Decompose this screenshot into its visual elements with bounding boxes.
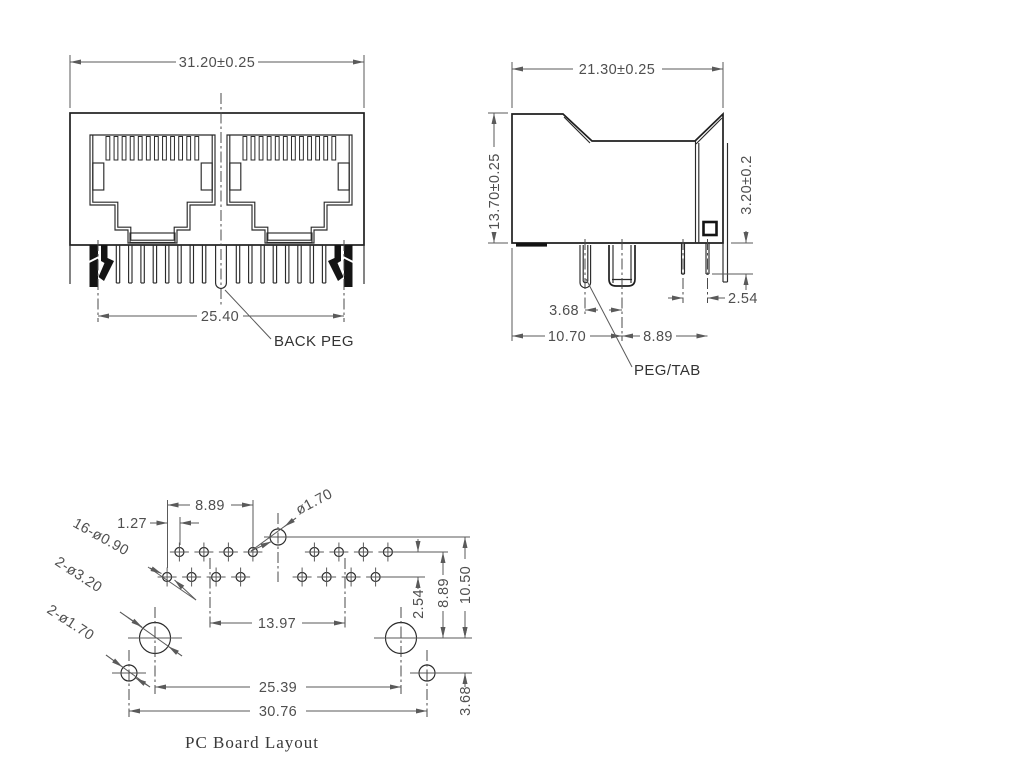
pcb-tab-holes-text: 2-ø1.70 [44, 602, 97, 644]
pcb-mount-to-tab-text: 3.68 [458, 686, 474, 716]
pcb-signal-holes [157, 542, 398, 587]
side-dim-width: 21.30±0.25 [511, 62, 724, 108]
side-dim-standoff: 3.20±0.2 [712, 155, 755, 290]
front-view: 31.20±0.25 25.40 BACK PEG [69, 55, 365, 350]
pcb-dim-tab-span: 30.76 [129, 704, 427, 720]
front-ports-and-pins [89, 134, 353, 284]
pcb-mount-span-text: 25.39 [259, 680, 297, 696]
pcb-label-tab-holes: 2-ø1.70 [44, 602, 151, 688]
pcb-dim-peg-to-mount: 10.50 [458, 537, 474, 638]
front-dim-peg-span: 25.40 [98, 309, 344, 325]
pcb-back-peg-hole-text: ø1.70 [293, 486, 335, 518]
side-tab-offset-text: 10.70 [548, 329, 586, 345]
back-peg-text: BACK PEG [274, 333, 354, 350]
side-square-hole [702, 220, 718, 237]
side-width-text: 21.30±0.25 [579, 62, 655, 78]
side-dim-tab-offset: 10.70 [511, 248, 622, 345]
pcb-dim-row-span: 8.89 [167, 498, 253, 514]
side-dim-height: 13.70±0.25 [487, 112, 508, 244]
front-back-peg [215, 245, 227, 289]
pcb-tab-span-text: 30.76 [259, 704, 297, 720]
side-pins [680, 243, 710, 275]
pcb-row-span-text: 8.89 [195, 498, 225, 514]
front-shield-tab-left [86, 245, 114, 287]
pcb-port-pitch-text: 13.97 [258, 616, 296, 632]
side-tab-to-pin-text: 8.89 [643, 329, 673, 345]
pcb-dim-mount-to-tab: 3.68 [458, 627, 474, 716]
pcb-stagger-text: 1.27 [117, 516, 147, 532]
pcb-dim-row-pitch: 2.54 [411, 539, 427, 619]
pcb-label-mount-holes: 2-ø3.20 [52, 554, 183, 657]
side-front-lip [516, 243, 547, 247]
front-width-text: 31.20±0.25 [179, 55, 255, 71]
peg-tab-text: PEG/TAB [634, 362, 701, 379]
pcb-dim-mount-span: 25.39 [155, 680, 401, 696]
pcb-dim-port-pitch: 13.97 [210, 616, 345, 632]
side-peg-to-tab-text: 3.68 [549, 303, 579, 319]
front-dim-width: 31.20±0.25 [69, 55, 365, 108]
pcb-label-back-peg-hole: ø1.70 [250, 486, 335, 552]
side-peg-tab-label: PEG/TAB [585, 278, 701, 379]
pcb-row-pitch-text: 2.54 [411, 589, 427, 619]
pcb-layout: 8.89 1.27 16-ø0.90 ø1.70 2-ø3.20 [44, 486, 474, 752]
side-chamfer-inner-left [563, 116, 591, 144]
side-view: 21.30±0.25 13.70±0.25 3.20±0.2 3.68 [487, 62, 758, 379]
front-peg-span-text: 25.40 [201, 309, 239, 325]
side-standoff-text: 3.20±0.2 [739, 155, 755, 215]
front-back-peg-label: BACK PEG [224, 289, 354, 350]
pcb-dim-row-to-mount: 8.89 [436, 552, 452, 638]
pcb-dim-stagger: 1.27 [117, 516, 199, 532]
side-dim-pin-pitch: 2.54 [668, 291, 758, 307]
pcb-caption: PC Board Layout [185, 733, 319, 752]
pcb-peg-to-mount-text: 10.50 [458, 566, 474, 604]
side-height-text: 13.70±0.25 [487, 153, 503, 229]
front-body-outline [69, 112, 365, 246]
side-body-outline [511, 111, 724, 244]
side-pin-pitch-text: 2.54 [728, 291, 758, 307]
side-dim-tab-to-pin: 8.89 [622, 329, 708, 345]
front-shield-tab-right [328, 245, 356, 287]
side-dim-peg-to-tab: 3.68 [549, 303, 622, 319]
pcb-row-to-mount-text: 8.89 [436, 578, 452, 608]
side-chamfer-inner-right [695, 117, 723, 145]
pcb-mount-holes-text: 2-ø3.20 [52, 554, 105, 596]
